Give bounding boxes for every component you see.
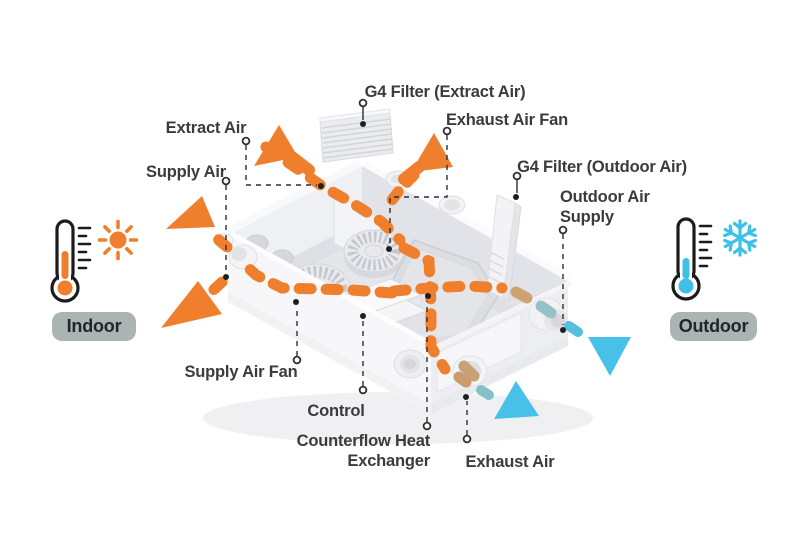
label-counterflow-heat-exchanger: Counterflow Heat Exchanger [296, 432, 431, 470]
label-extract-air: Extract Air [165, 119, 247, 137]
label-supply-air-fan: Supply Air Fan [184, 363, 298, 381]
outdoor-badge: Outdoor [670, 312, 757, 341]
cold-air-arrows [494, 337, 631, 419]
snowflake-icon [720, 219, 760, 257]
label-g4-filter-outdoor: G4 Filter (Outdoor Air) [517, 158, 687, 176]
exhaust-fan-arrow [398, 133, 453, 185]
thermometer-warm-icon [50, 219, 92, 303]
sun-icon [97, 219, 139, 261]
label-supply-air: Supply Air [146, 163, 226, 181]
label-control: Control [307, 402, 365, 420]
leader-lines [221, 98, 568, 444]
g4-filter-extract-graphic [319, 108, 394, 163]
warm-air-flow [202, 141, 508, 375]
extract-air-arrow [254, 125, 315, 176]
indoor-badge: Indoor [52, 312, 136, 341]
supply-air-arrow-upper [166, 196, 215, 229]
unit-shadow [203, 392, 593, 444]
label-exhaust-air-fan: Exhaust Air Fan [446, 111, 568, 129]
outdoor-air-arrow [588, 337, 631, 376]
thermometer-cold-icon [671, 217, 713, 301]
heat-transfer-pills [453, 286, 583, 400]
warm-air-arrows [161, 125, 453, 328]
label-outdoor-air-supply: Outdoor Air Supply [560, 188, 650, 226]
supply-air-arrow-lower [161, 281, 222, 328]
label-g4-filter-extract: G4 Filter (Extract Air) [364, 83, 526, 101]
exhaust-air-arrow [494, 381, 539, 419]
label-exhaust-air: Exhaust Air [465, 453, 555, 471]
g4-filter-outdoor-graphic [486, 194, 522, 302]
